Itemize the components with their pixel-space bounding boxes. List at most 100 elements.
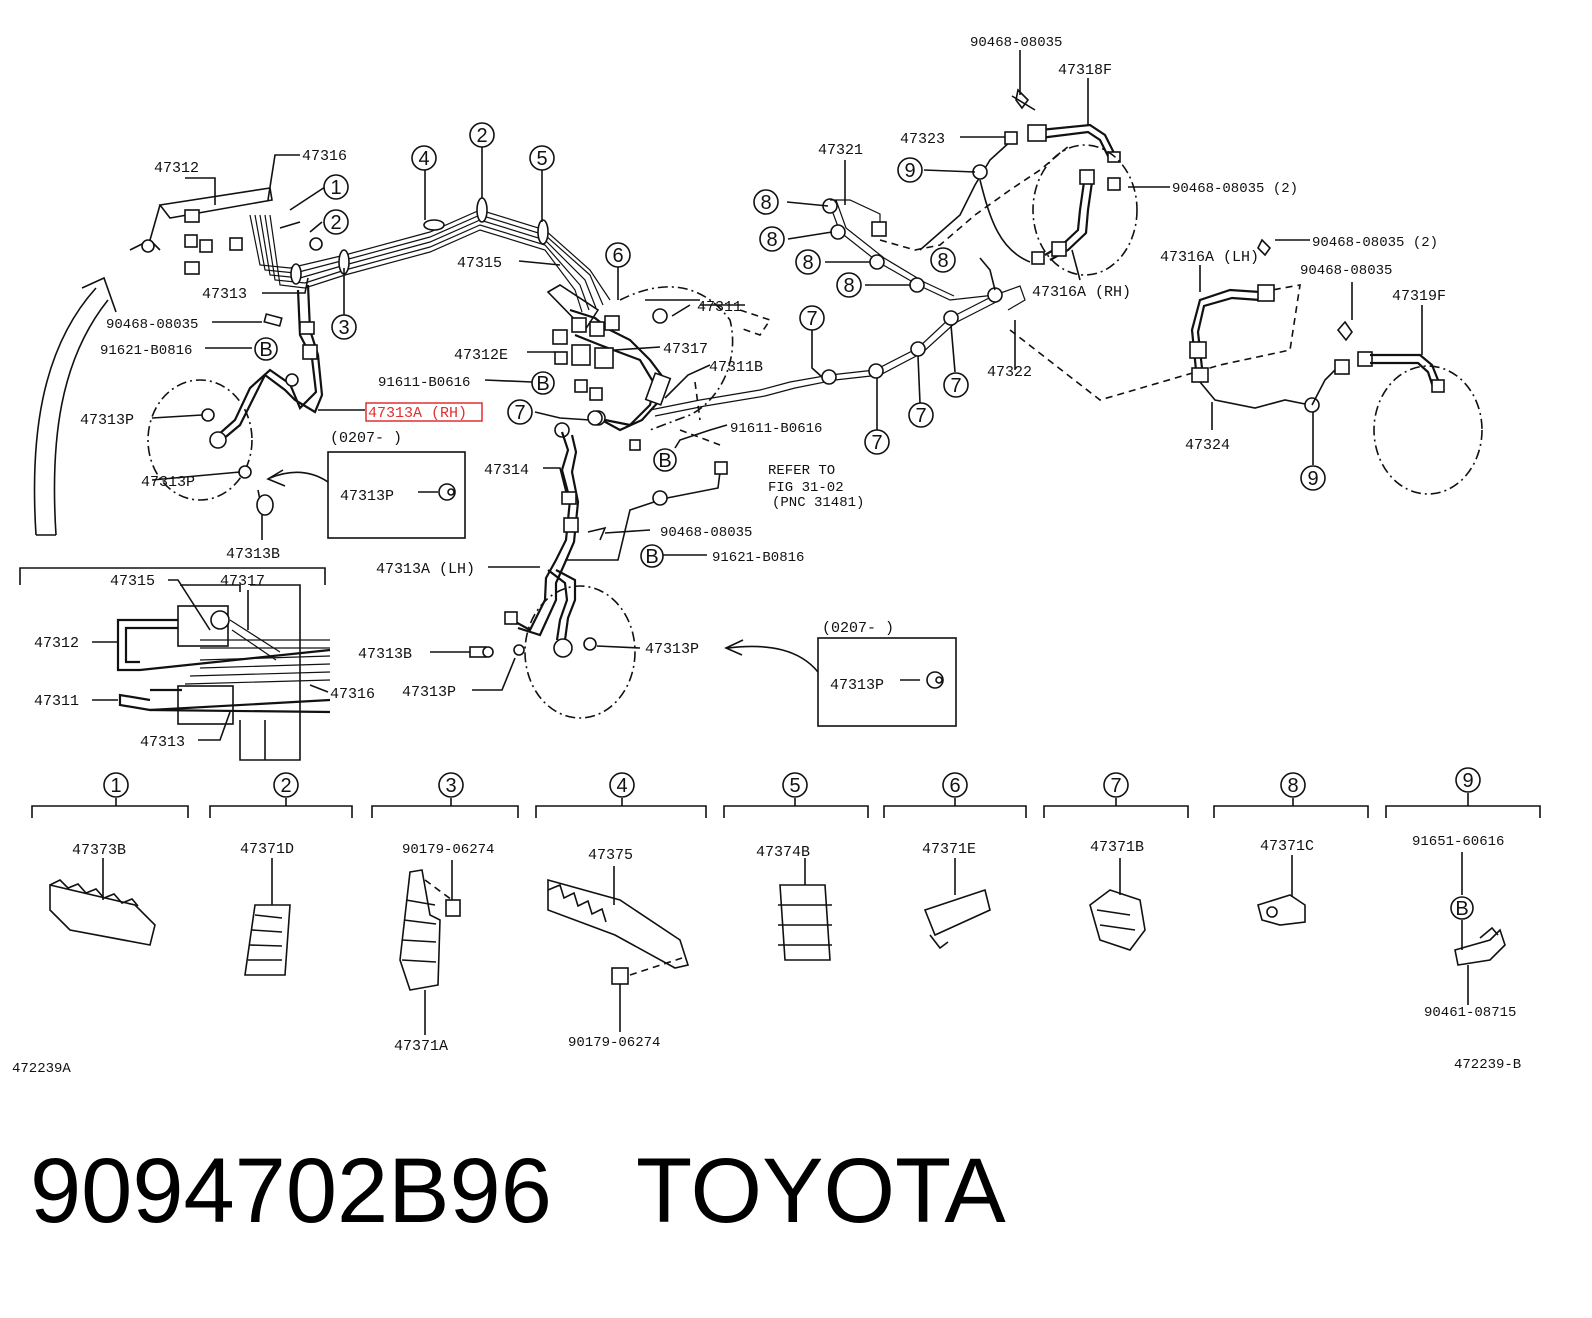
label-47313: 47313 — [202, 286, 247, 303]
callout-7: 7 — [514, 402, 525, 424]
refer-line-2: FIG 31-02 — [768, 480, 844, 496]
label-91611-b0616: 91611-B0616 — [730, 421, 822, 437]
label-47313b: 47313B — [226, 546, 280, 563]
legend-callout-4: 4 — [616, 775, 627, 797]
legend-callout-9: 9 — [1462, 770, 1473, 792]
label-47311b: 47311B — [709, 359, 763, 376]
legend-callout-5: 5 — [789, 775, 800, 797]
label-47322: 47322 — [987, 364, 1032, 381]
label-47315: 47315 — [457, 255, 502, 272]
label-47324: 47324 — [1185, 437, 1230, 454]
label-90468-08035: 90468-08035 — [1300, 263, 1392, 279]
label-91621-b0816: 91621-B0816 — [100, 343, 192, 359]
center-cluster — [430, 260, 1001, 727]
callout-8: 8 — [937, 250, 948, 272]
label-90468-08035: 90468-08035 — [106, 317, 198, 333]
label-47313b: 47313B — [358, 646, 412, 663]
label-47312e: 47312E — [454, 347, 508, 364]
inset-detail — [19, 567, 331, 761]
callout-2: 2 — [476, 125, 487, 147]
part-labels: 47312 47316 47313 90468-08035 91621-B081… — [12, 35, 1521, 1077]
callout-7: 7 — [871, 432, 882, 454]
inset-label-47313: 47313 — [140, 734, 185, 751]
box2-part: 47313P — [830, 677, 884, 694]
label-90468-08035: 90468-08035 — [970, 35, 1062, 51]
label-47314: 47314 — [484, 462, 529, 479]
callout-8: 8 — [766, 229, 777, 251]
callout-2: 2 — [330, 212, 341, 234]
legend-label-47371b: 47371B — [1090, 839, 1144, 856]
label-90468-08035: 90468-08035 — [660, 525, 752, 541]
legend-label-47373b: 47373B — [72, 842, 126, 859]
label-47313a-rh: 47313A (RH) — [368, 405, 467, 422]
callout-b: B — [645, 546, 658, 568]
label-47312: 47312 — [154, 160, 199, 177]
legend-callout-7: 7 — [1110, 775, 1121, 797]
label-47313p: 47313P — [80, 412, 134, 429]
legend-label-47374b: 47374B — [756, 844, 810, 861]
label-47313p: 47313P — [645, 641, 699, 658]
legend-callout-6: 6 — [949, 775, 960, 797]
callout-b: B — [536, 373, 549, 395]
figure-code-left: 472239A — [12, 1061, 71, 1077]
label-91621-b0816: 91621-B0816 — [712, 550, 804, 566]
label-47319f: 47319F — [1392, 288, 1446, 305]
box2-date: (0207- ) — [822, 620, 894, 637]
callout-9: 9 — [904, 160, 915, 182]
callout-9: 9 — [1307, 468, 1318, 490]
label-47316a-rh: 47316A (RH) — [1032, 284, 1131, 301]
legend-callout-2: 2 — [280, 775, 291, 797]
inset-label-47317: 47317 — [220, 573, 265, 590]
box1-part: 47313P — [340, 488, 394, 505]
figure-code-right: 472239-B — [1454, 1057, 1521, 1073]
inset-label-47311: 47311 — [34, 693, 79, 710]
label-47317: 47317 — [663, 341, 708, 358]
callout-7: 7 — [915, 405, 926, 427]
label-47316: 47316 — [302, 148, 347, 165]
label-47313p: 47313P — [141, 474, 195, 491]
callout-7: 7 — [806, 308, 817, 330]
callout-5: 5 — [536, 148, 547, 170]
label-91611-b0616: 91611-B0616 — [378, 375, 470, 391]
legend-label-47371e: 47371E — [922, 841, 976, 858]
inset-label-47312: 47312 — [34, 635, 79, 652]
label-90468-08035-2: 90468-08035 (2) — [1312, 235, 1438, 251]
label-47318f: 47318F — [1058, 62, 1112, 79]
part-number: 9094702B96 — [30, 1140, 552, 1242]
callout-4: 4 — [418, 148, 429, 170]
legend-label-47371d: 47371D — [240, 841, 294, 858]
label-47316a-lh: 47316A (LH) — [1160, 249, 1259, 266]
label-90468-08035-2: 90468-08035 (2) — [1172, 181, 1298, 197]
callout-6: 6 — [612, 245, 623, 267]
inset-label-47316: 47316 — [330, 686, 375, 703]
legend-label-47371a: 47371A — [394, 1038, 448, 1055]
callout-7: 7 — [950, 375, 961, 397]
label-47323: 47323 — [900, 131, 945, 148]
label-47321: 47321 — [818, 142, 863, 159]
callout-8: 8 — [802, 252, 813, 274]
legend-label-90461-08715: 90461-08715 — [1424, 1005, 1516, 1021]
footer: 9094702B96 TOYOTA — [30, 1140, 1006, 1242]
label-47311: 47311 — [697, 299, 742, 316]
legend-label-90179-06274: 90179-06274 — [568, 1035, 660, 1051]
legend-label-91651-60616: 91651-60616 — [1412, 834, 1504, 850]
left-top-cluster — [33, 147, 611, 540]
right-cluster — [587, 50, 1483, 495]
legend-callout-1: 1 — [110, 775, 121, 797]
callout-8: 8 — [843, 275, 854, 297]
refer-line-3: (PNC 31481) — [772, 495, 864, 511]
refer-line-1: REFER TO — [768, 463, 835, 479]
callout-1: 1 — [330, 177, 341, 199]
box1-date: (0207- ) — [330, 430, 402, 447]
callout-3: 3 — [338, 317, 349, 339]
callout-b: B — [658, 450, 671, 472]
callout-8: 8 — [760, 192, 771, 214]
component-legend — [31, 793, 1541, 1035]
brand-name: TOYOTA — [636, 1140, 1006, 1242]
legend-callout-8: 8 — [1287, 775, 1298, 797]
callout-b: B — [1455, 898, 1468, 920]
legend-callout-3: 3 — [445, 775, 456, 797]
label-47313p: 47313P — [402, 684, 456, 701]
